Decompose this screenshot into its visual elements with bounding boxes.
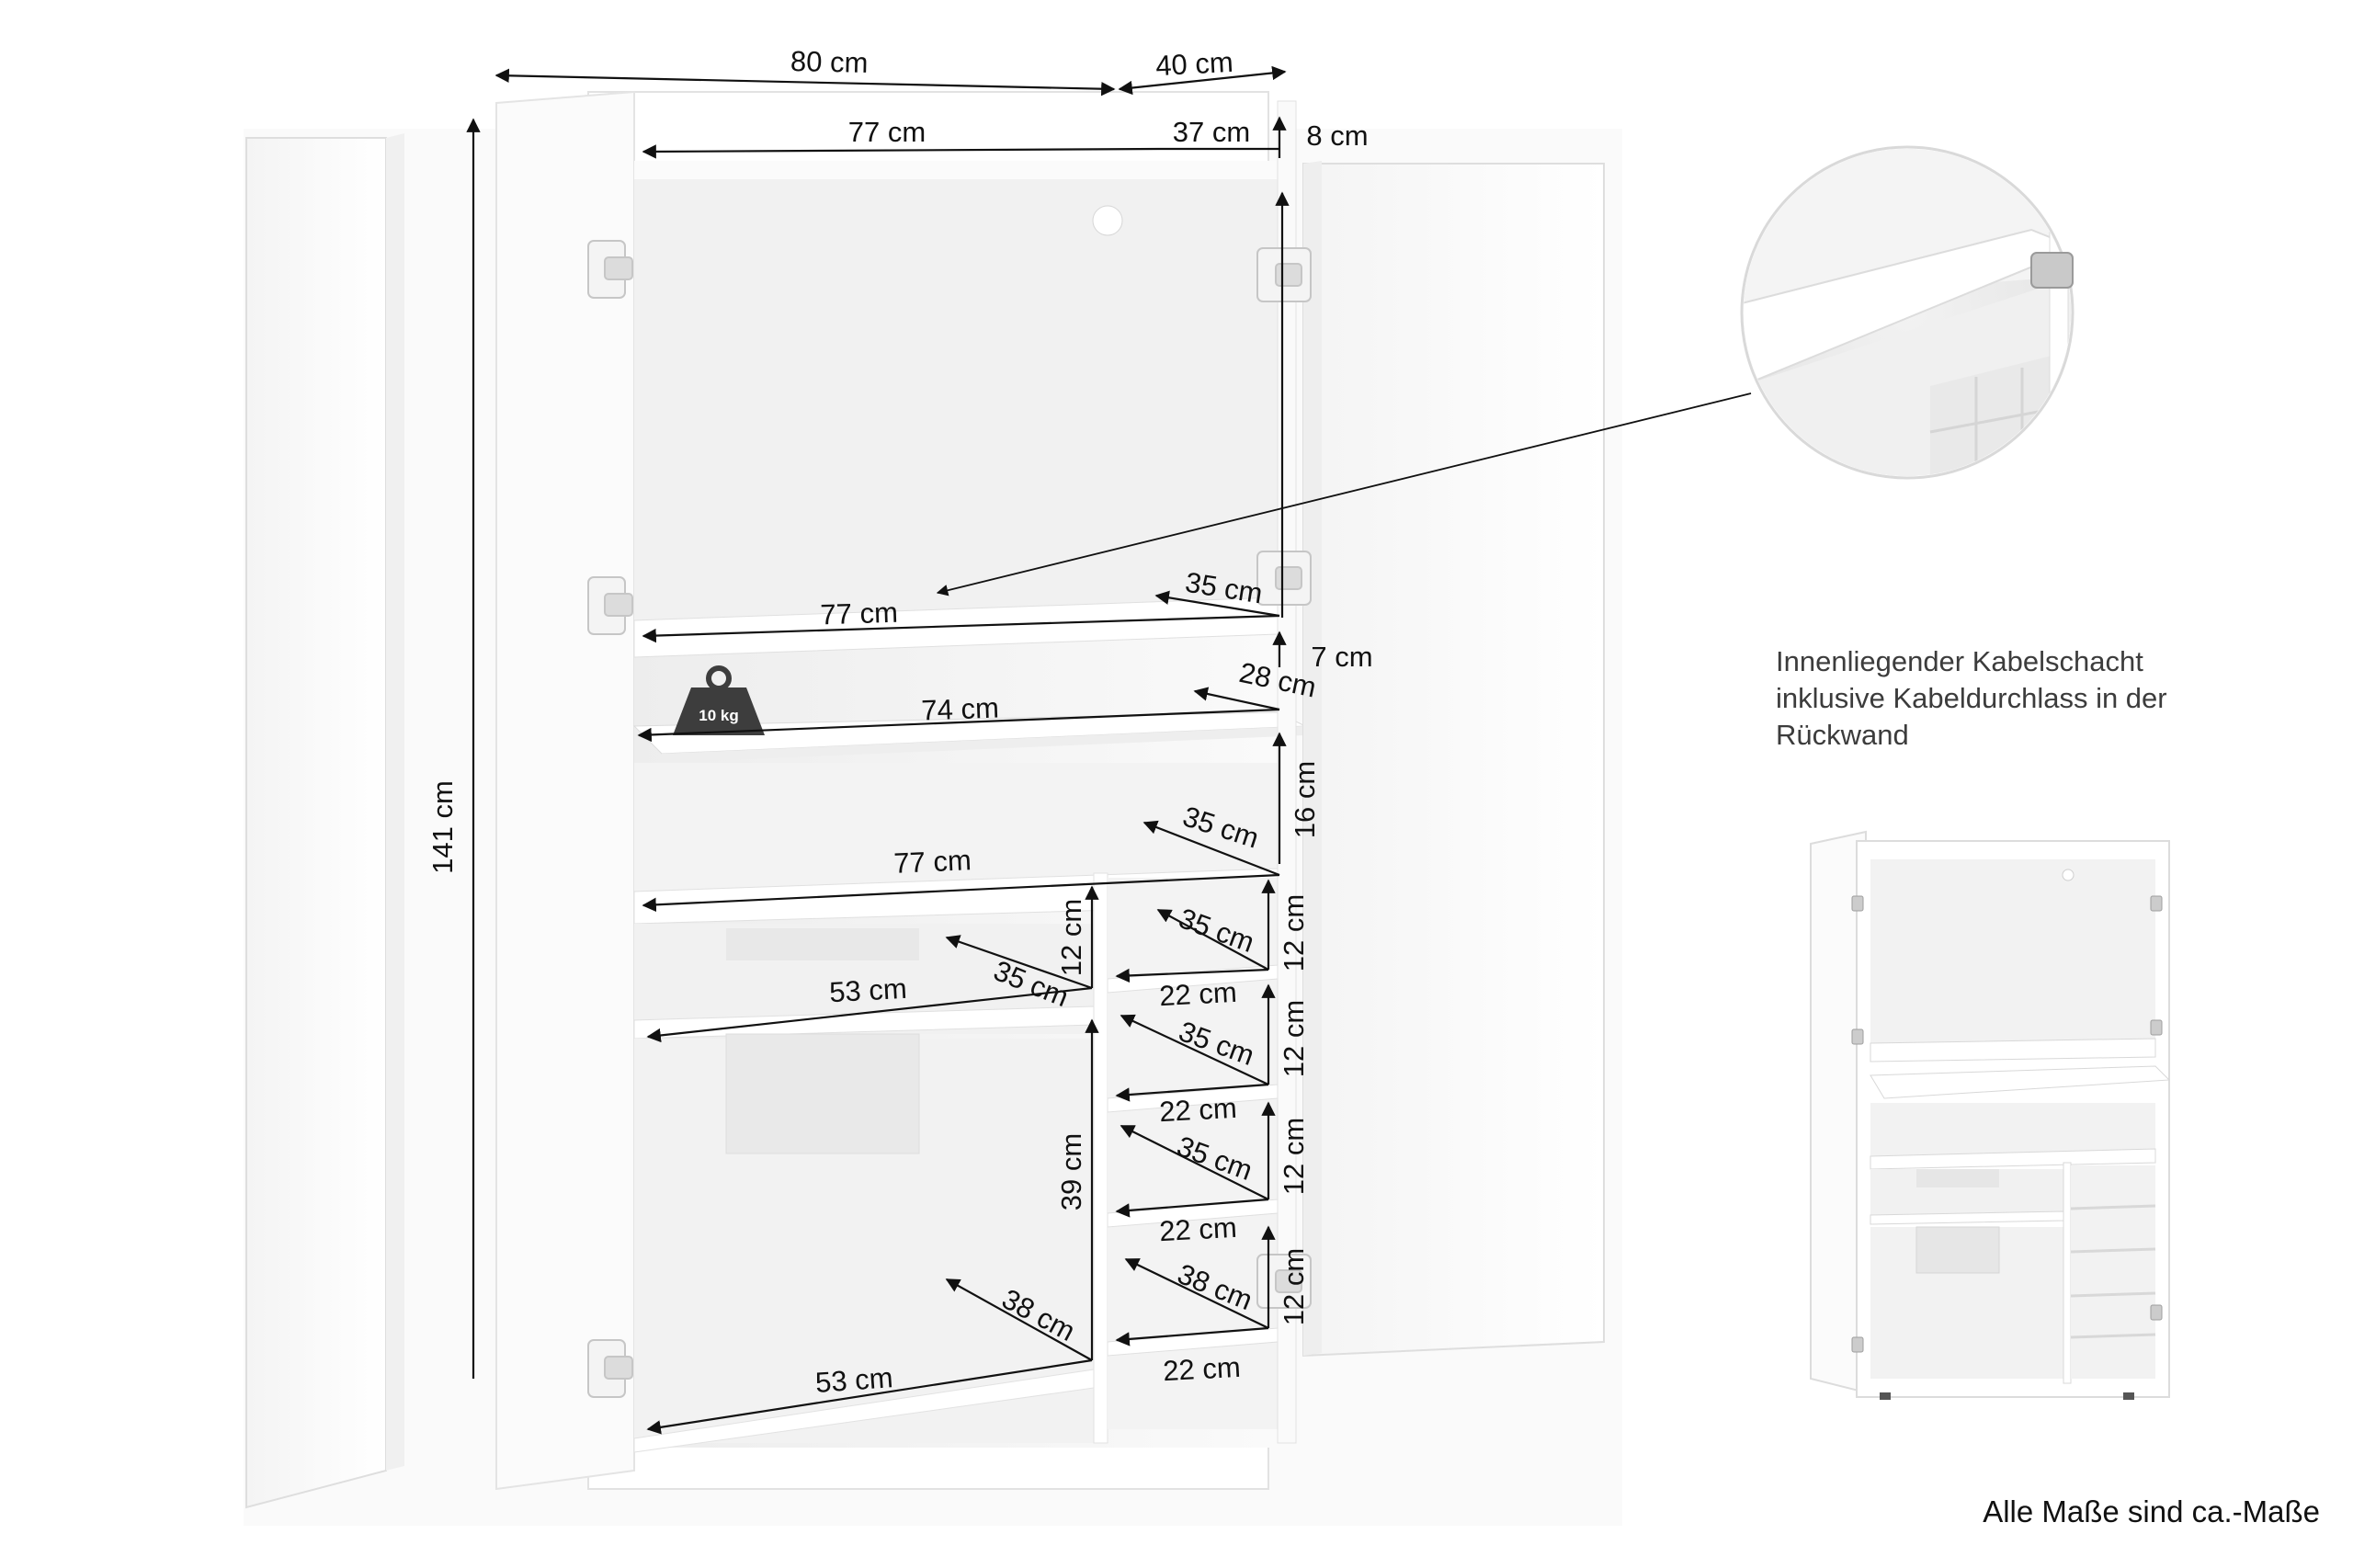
dim-bottom-left-width: 53 cm — [814, 1361, 894, 1399]
dim-bottom-left-height: 39 cm — [1055, 1133, 1087, 1210]
hinge-icon — [2030, 252, 2074, 289]
dimension-annotations — [466, 65, 1752, 1435]
dim-pullout-gap: 7 cm — [1311, 641, 1372, 673]
dim-right-c4-height: 12 cm — [1278, 1248, 1310, 1325]
dim-top-lip: 8 cm — [1306, 119, 1368, 152]
dim-right-c4-width: 22 cm — [1162, 1351, 1241, 1387]
dim-right-c3-width: 22 cm — [1158, 1211, 1237, 1247]
right-door — [1302, 161, 1605, 1358]
dim-right-c2-height: 12 cm — [1278, 1000, 1310, 1077]
dim-outer-width: 80 cm — [790, 45, 869, 79]
cable-duct-callout: Innenliegender Kabelschacht inklusive Ka… — [1776, 643, 2290, 754]
dim-outer-depth: 40 cm — [1154, 46, 1233, 82]
cabinet-preview-thumbnail — [1810, 830, 2171, 1400]
weight-icon: 10 kg — [673, 665, 765, 735]
cabinet-body — [495, 90, 1307, 1491]
cabinet-illustration — [244, 90, 1622, 1526]
dim-top-depth: 37 cm — [1173, 116, 1250, 148]
dim-middle-height: 16 cm — [1289, 761, 1321, 838]
measurement-footnote: Alle Maße sind ca.-Maße — [1983, 1494, 2320, 1528]
dim-right-c2-width: 22 cm — [1158, 1092, 1237, 1128]
dim-upper-shelf-width: 77 cm — [820, 597, 898, 631]
dim-right-c3-height: 12 cm — [1278, 1118, 1310, 1195]
weight-label: 10 kg — [699, 707, 738, 724]
hinge-icon — [587, 240, 1312, 1398]
hinge-icon — [1851, 895, 2163, 1353]
dim-middle-width: 77 cm — [893, 844, 972, 880]
dim-top-inner-width: 77 cm — [848, 116, 926, 148]
dim-left-small-width: 53 cm — [828, 972, 907, 1008]
dim-pullout-width: 74 cm — [921, 692, 1000, 727]
callout-line-3: Rückwand — [1776, 719, 1909, 751]
left-door — [245, 133, 404, 1509]
callout-line-1: Innenliegender Kabelschacht — [1776, 645, 2143, 677]
dim-right-c1-height: 12 cm — [1278, 894, 1310, 971]
dim-right-c1-width: 22 cm — [1158, 976, 1237, 1012]
callout-line-2: inklusive Kabeldurchlass in der — [1776, 682, 2167, 714]
dim-left-small-height: 12 cm — [1055, 899, 1087, 976]
detail-magnifier — [1740, 145, 2075, 480]
dim-height: 141 cm — [426, 780, 459, 874]
